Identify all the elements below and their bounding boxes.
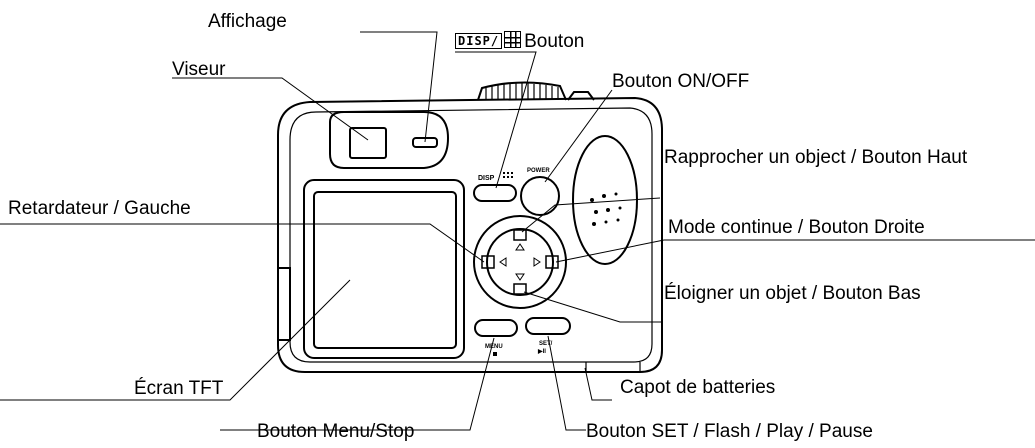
leader-disp (455, 51, 537, 189)
camera-set-print: SET/ (539, 341, 553, 347)
label-set-flash: Bouton SET / Flash / Play / Pause (586, 421, 873, 442)
label-capot: Capot de batteries (620, 377, 776, 398)
disp-bouton-text: Bouton (524, 31, 585, 52)
label-affichage: Affichage (208, 11, 287, 32)
disp-button (473, 184, 517, 202)
leader-ecran (0, 279, 351, 401)
shutter-top (567, 91, 595, 101)
label-viseur: Viseur (172, 59, 226, 80)
camera-stop-print (493, 352, 497, 356)
label-rapprocher: Rapprocher un object / Bouton Haut (664, 147, 968, 168)
label-on-off: Bouton ON/OFF (612, 71, 750, 92)
grid-icon (504, 31, 522, 48)
viewfinder-window (349, 127, 387, 159)
label-ecran-tft: Écran TFT (134, 378, 224, 399)
leader-eloigner (523, 291, 662, 323)
camera-body-outline (277, 96, 663, 373)
menu-button (474, 319, 518, 337)
camera-menu-print: MENU (485, 344, 503, 350)
tft-screen (313, 191, 457, 349)
leader-set (547, 335, 586, 431)
camera-power-print: POWER (527, 168, 550, 174)
label-menu-stop: Bouton Menu/Stop (257, 421, 415, 442)
dial-ridges (485, 83, 559, 100)
viewfinder-housing (329, 111, 450, 169)
camera-play-print: ▶II (537, 348, 546, 355)
power-button (520, 176, 560, 216)
nav-pad-inner (486, 228, 554, 296)
label-mode-continue: Mode continue / Bouton Droite (668, 217, 925, 238)
battery-cover-edge (585, 362, 641, 372)
leader-menu (220, 337, 495, 431)
leader-retardateur (0, 223, 485, 263)
leader-lines (0, 31, 1035, 431)
leader-onoff (544, 89, 613, 183)
leader-viseur (172, 77, 369, 141)
label-disp-bouton: DISP/Bouton (455, 30, 584, 53)
leader-rapprocher (521, 197, 661, 233)
leader-affichage (360, 31, 438, 143)
side-strap (278, 267, 291, 341)
disp-glyph: DISP/ (455, 33, 503, 49)
label-eloigner: Éloigner un objet / Bouton Bas (664, 283, 921, 304)
set-button (525, 317, 571, 335)
nav-down-icon (513, 283, 527, 295)
grip-dots (590, 192, 622, 226)
tft-screen-frame (303, 179, 465, 359)
nav-pad-outer (473, 215, 567, 309)
mode-dial (477, 81, 567, 101)
nav-up-icon (513, 229, 527, 241)
nav-arrows (499, 243, 541, 281)
nav-left-icon (481, 255, 495, 269)
leader-mode (555, 239, 1035, 263)
camera-disp-print: DISP (478, 175, 495, 182)
leader-capot (584, 367, 612, 401)
camera-body-inner (289, 107, 653, 363)
camera-grid-print (503, 172, 513, 178)
label-retardateur: Retardateur / Gauche (8, 198, 191, 219)
